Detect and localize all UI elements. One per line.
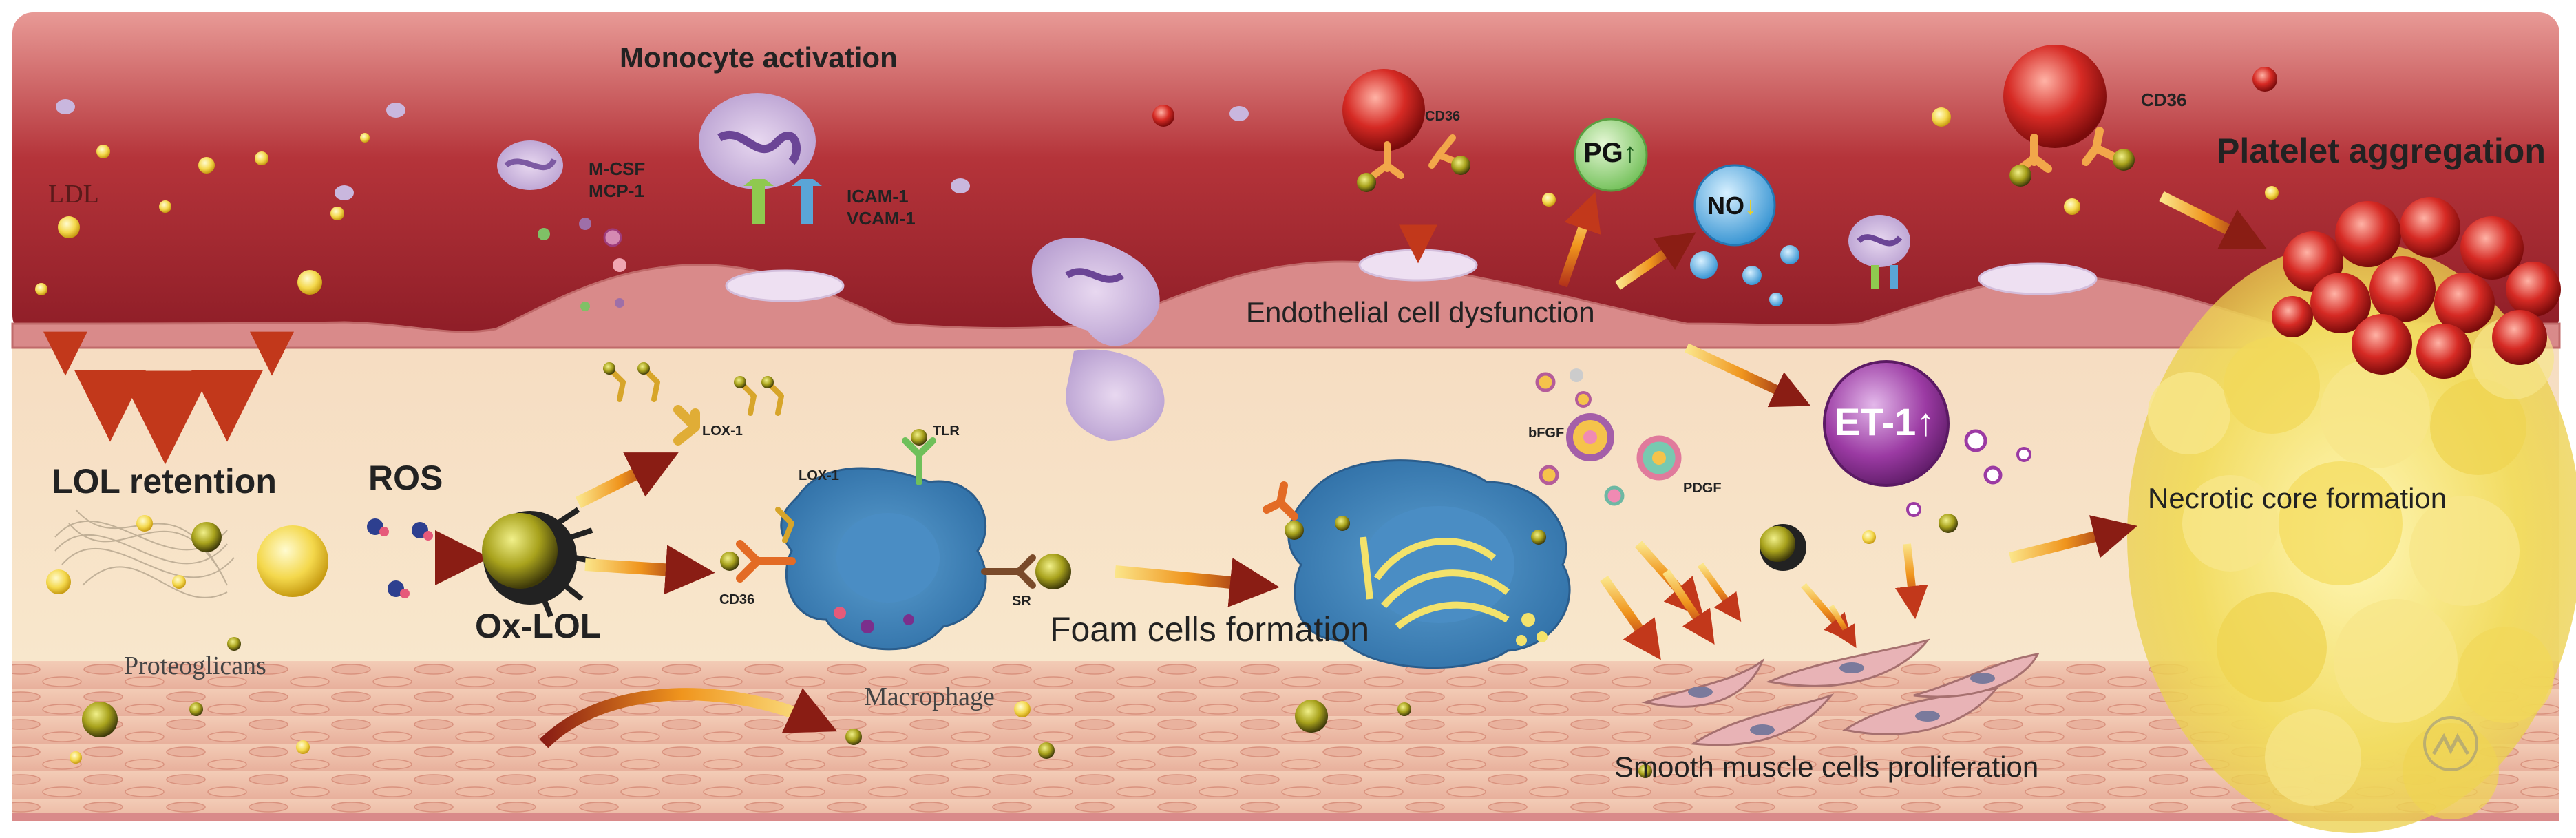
pg-text: PG bbox=[1583, 138, 1623, 168]
adherent-monocyte-right bbox=[1848, 215, 1910, 289]
label-monocyte-activation: Monocyte activation bbox=[620, 41, 898, 74]
foam-arrow bbox=[1115, 558, 1280, 607]
lumen bbox=[12, 12, 2559, 336]
media bbox=[12, 661, 2559, 821]
label-ox-lol: Ox-LOL bbox=[475, 607, 602, 645]
lox1-receptors-upper bbox=[610, 369, 784, 446]
label-pg: PG↑ bbox=[1583, 138, 1637, 169]
et1-circle bbox=[1823, 360, 1950, 487]
label-sr: SR bbox=[1012, 594, 1031, 609]
platelet-aggregate bbox=[2272, 197, 2561, 379]
label-tlr: TLR bbox=[933, 423, 960, 439]
et1-dots bbox=[1906, 429, 2031, 517]
no-arrow-line bbox=[1615, 232, 1696, 290]
label-lox1-upper: LOX-1 bbox=[702, 423, 743, 439]
ox-lol-to-macrophage bbox=[584, 545, 715, 595]
et1-arrow bbox=[1685, 343, 1811, 408]
ldl-entry-arrows bbox=[43, 213, 294, 465]
sr-ligand bbox=[1035, 554, 1071, 589]
label-lol-retention: LOL retention bbox=[52, 462, 277, 501]
necrotic-arrow bbox=[2009, 515, 2137, 563]
endothelial-nucleus bbox=[725, 269, 845, 302]
label-foam-cells: Foam cells formation bbox=[1050, 610, 1370, 649]
media-bottom-line bbox=[12, 813, 2559, 821]
label-mcp-1: MCP-1 bbox=[589, 180, 644, 201]
monocyte-particles bbox=[56, 67, 2277, 200]
endothelial-nucleus bbox=[1978, 262, 2098, 295]
transmigrating-monocyte bbox=[1031, 238, 1165, 441]
no-circle bbox=[1693, 164, 1776, 247]
label-cd36-macro: CD36 bbox=[719, 592, 755, 607]
ox-lol-to-lox bbox=[575, 452, 679, 509]
cd36-ligand bbox=[720, 552, 739, 571]
label-lox1-macro: LOX-1 bbox=[799, 468, 839, 483]
label-pdgf: PDGF bbox=[1683, 481, 1722, 496]
pg-arrow bbox=[1558, 191, 1601, 288]
label-vcam-1: VCAM-1 bbox=[847, 208, 916, 229]
endothelial-nucleus bbox=[1358, 249, 1478, 282]
label-smc-proliferation: Smooth muscle cells proliferation bbox=[1614, 751, 2039, 783]
label-platelet-aggregation: Platelet aggregation bbox=[2217, 132, 2546, 170]
label-no: NO↓ bbox=[1707, 191, 1757, 220]
ldl-particles bbox=[35, 107, 2279, 295]
tlr-receptor bbox=[902, 437, 936, 485]
label-icam-1: ICAM-1 bbox=[847, 186, 909, 207]
watermark-seal bbox=[2423, 716, 2478, 771]
foam-cd36 bbox=[1263, 481, 1298, 521]
label-cd36-top2: CD36 bbox=[2141, 90, 2187, 110]
monocyte-activation-cluster bbox=[497, 140, 626, 311]
label-et1: ET-1↑ bbox=[1835, 399, 1935, 444]
growth-factors bbox=[1521, 368, 1682, 527]
tlr-ligand bbox=[911, 429, 927, 446]
foam-cd36-ligand bbox=[1285, 521, 1304, 540]
ox-lol-particle bbox=[482, 507, 596, 618]
label-necrotic-core: Necrotic core formation bbox=[2148, 482, 2447, 514]
necrotic-core bbox=[2127, 241, 2576, 833]
pg-up-arrow: ↑ bbox=[1623, 138, 1637, 168]
platelet-cd36-2 bbox=[2003, 45, 2135, 187]
cd36-macrophage-receptor bbox=[736, 540, 796, 583]
no-dots bbox=[1690, 245, 1799, 306]
label-cd36-top1: CD36 bbox=[1425, 109, 1461, 124]
sr-receptor bbox=[981, 554, 1036, 589]
lox1-upper-particles bbox=[603, 362, 774, 388]
et1-up-arrow: ↑ bbox=[1916, 400, 1936, 443]
label-ros: ROS bbox=[368, 459, 443, 497]
smc-arrows bbox=[1600, 541, 1928, 660]
ox-lol-small bbox=[1760, 524, 1806, 571]
smooth-muscle-cells bbox=[1641, 638, 2040, 746]
label-m-csf: M-CSF bbox=[589, 158, 646, 179]
no-down-arrow: ↓ bbox=[1744, 191, 1757, 220]
label-macrophage: Macrophage bbox=[864, 682, 995, 711]
pg-circle bbox=[1574, 118, 1648, 192]
label-proteoglicans: Proteoglicans bbox=[124, 651, 266, 680]
no-text: NO bbox=[1707, 191, 1744, 220]
return-arrow bbox=[539, 688, 838, 748]
label-endothelial-dysfunction: Endothelial cell dysfunction bbox=[1246, 296, 1595, 328]
label-bfgf: bFGF bbox=[1528, 426, 1565, 441]
lox1-macro-receptor bbox=[775, 507, 794, 543]
intima-particles bbox=[46, 514, 1958, 778]
monocyte-adhesion bbox=[699, 93, 822, 224]
platelet-cd36-1 bbox=[1342, 69, 1470, 192]
ros-molecules bbox=[367, 518, 433, 598]
foam-cell bbox=[1287, 459, 1571, 669]
label-ldl: LDL bbox=[48, 180, 99, 209]
et1-text: ET-1 bbox=[1835, 400, 1917, 443]
platelet-arrow bbox=[2159, 191, 2267, 249]
